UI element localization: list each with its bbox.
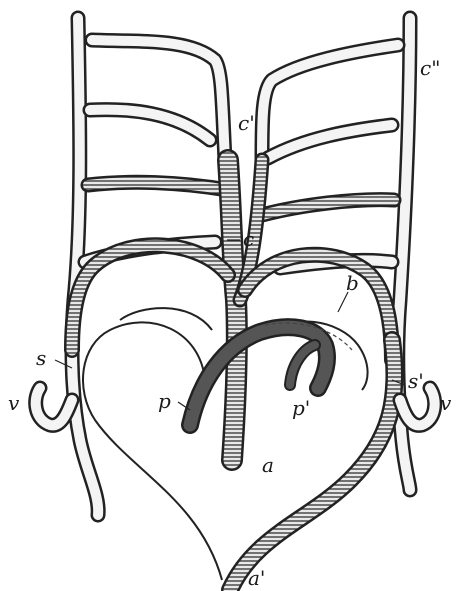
label-v-left: v: [8, 391, 20, 415]
label-p: p: [158, 389, 171, 413]
pulmonary-vessels: [190, 323, 352, 425]
label-c: c: [243, 227, 254, 251]
label-p-prime: p': [292, 396, 310, 420]
label-c-prime: c': [238, 111, 255, 135]
label-s-left: s: [36, 346, 46, 370]
label-c-double-prime: c": [420, 56, 440, 80]
central-trunk: [228, 160, 262, 460]
right-branch-vessels: [262, 45, 398, 268]
label-b: b: [346, 271, 359, 295]
label-a-prime: a': [248, 566, 265, 590]
left-branch-vessels: [85, 40, 228, 262]
label-s-right: s': [408, 369, 424, 393]
label-v-right: v: [440, 391, 452, 415]
label-a: a: [262, 453, 274, 477]
